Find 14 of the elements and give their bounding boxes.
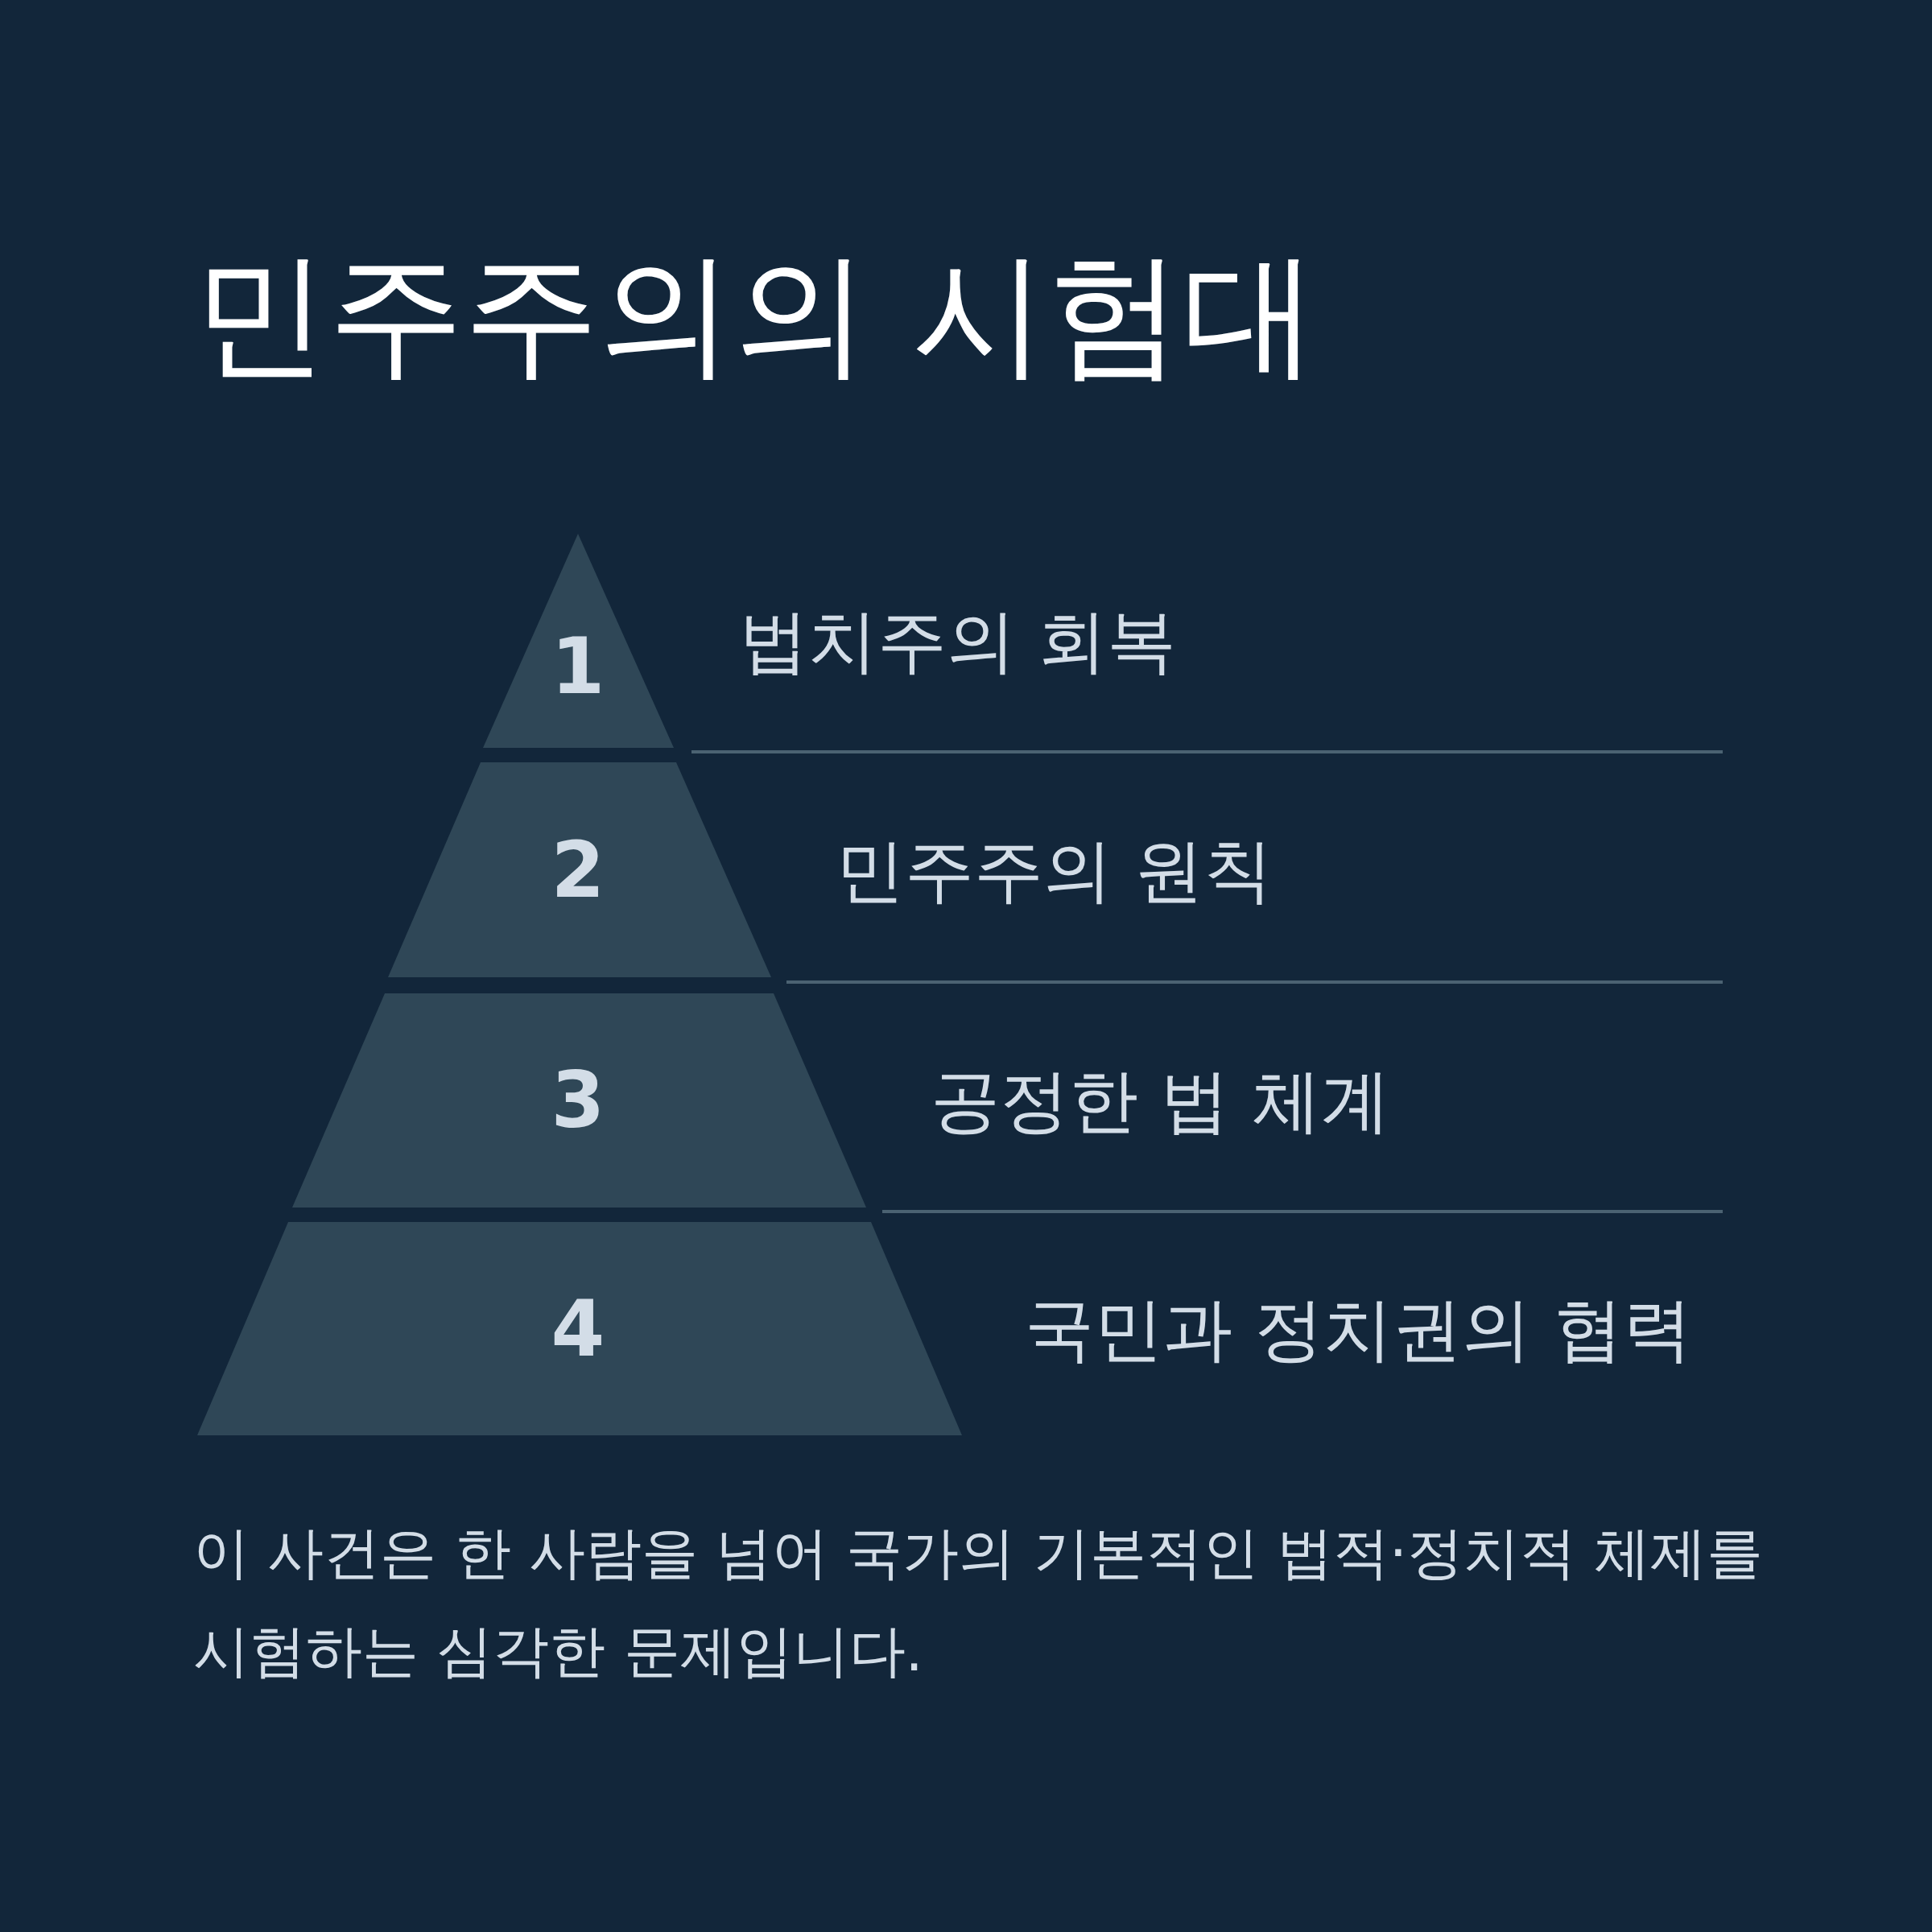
pyramid-tier	[292, 993, 866, 1208]
tier-label: 공정한 법 체계	[931, 1059, 1390, 1142]
title: 민주주의의 시험대	[193, 234, 1319, 394]
tier-number: 2	[550, 825, 606, 914]
pyramid-tier	[483, 534, 674, 748]
pyramid-tier	[197, 1222, 962, 1435]
tier-number: 1	[550, 621, 606, 711]
tier-number: 3	[550, 1056, 606, 1145]
tier-number: 4	[550, 1284, 606, 1373]
tier-label: 민주주의 원칙	[836, 828, 1274, 912]
caption: 이 사건은 한 사람을 넘어 국가의 기본적인 법적·정치적 체제를 시험하는 심각한 문제입니다.	[193, 1519, 1765, 1686]
tier-label: 국민과 정치권의 협력	[1025, 1287, 1692, 1371]
pyramid-tier	[388, 762, 771, 977]
tier-label: 법치주의 회복	[739, 600, 1177, 683]
